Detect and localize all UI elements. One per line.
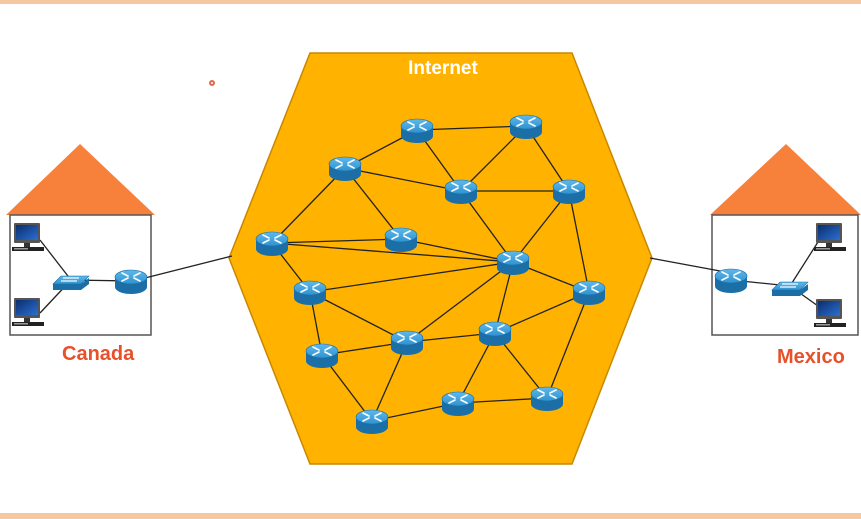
computer-icon <box>814 299 846 327</box>
link-r7-r8 <box>400 238 514 263</box>
router-icon <box>444 179 478 204</box>
router-icon <box>441 391 475 416</box>
router-icon <box>293 280 327 305</box>
link-r3-r6 <box>271 167 346 244</box>
router-icon <box>328 156 362 181</box>
bottom-frame-bar <box>0 513 861 519</box>
link-r3-r4 <box>344 167 462 192</box>
router-icon <box>390 330 424 355</box>
switch-icon <box>771 281 809 296</box>
router-icon <box>305 343 339 368</box>
network-nodes <box>12 114 846 434</box>
link-r6-r7 <box>271 238 402 244</box>
computer-icon <box>12 223 44 251</box>
link-r5-r8 <box>512 190 570 263</box>
router-icon <box>530 386 564 411</box>
router-icon <box>509 114 543 139</box>
internet-cloud <box>228 52 653 465</box>
router-icon <box>552 179 586 204</box>
switch-icon <box>52 275 90 290</box>
link-r6-r8 <box>271 242 514 263</box>
site-label-canada: Canada <box>62 343 135 365</box>
router-icon <box>714 268 748 293</box>
computer-icon <box>814 223 846 251</box>
router-icon <box>400 118 434 143</box>
link-r9-r14 <box>546 291 590 399</box>
house-left-roof <box>6 144 155 215</box>
access-link-6 <box>789 241 819 287</box>
link-r8-r12 <box>406 261 514 343</box>
router-icon <box>355 409 389 434</box>
computer-icon <box>12 298 44 326</box>
link-r10-r12 <box>309 291 408 343</box>
internet-title: Internet <box>408 58 478 79</box>
router-icon <box>478 321 512 346</box>
link-r12-r16 <box>371 341 408 422</box>
annotation-dot <box>209 80 215 86</box>
site-label-mexico: Mexico <box>777 346 845 368</box>
house-right-roof <box>710 144 861 215</box>
link-r1-r2 <box>416 125 527 131</box>
top-frame-bar <box>0 0 861 4</box>
router-icon <box>114 269 148 294</box>
link-r3-r7 <box>344 167 402 240</box>
router-icon <box>572 280 606 305</box>
access-link-0 <box>144 255 233 279</box>
link-r10-r8 <box>309 261 514 293</box>
router-icon <box>255 231 289 256</box>
router-icon <box>384 227 418 252</box>
link-r5-r9 <box>568 190 590 293</box>
access-link-3 <box>39 239 72 281</box>
router-icon <box>496 250 530 275</box>
